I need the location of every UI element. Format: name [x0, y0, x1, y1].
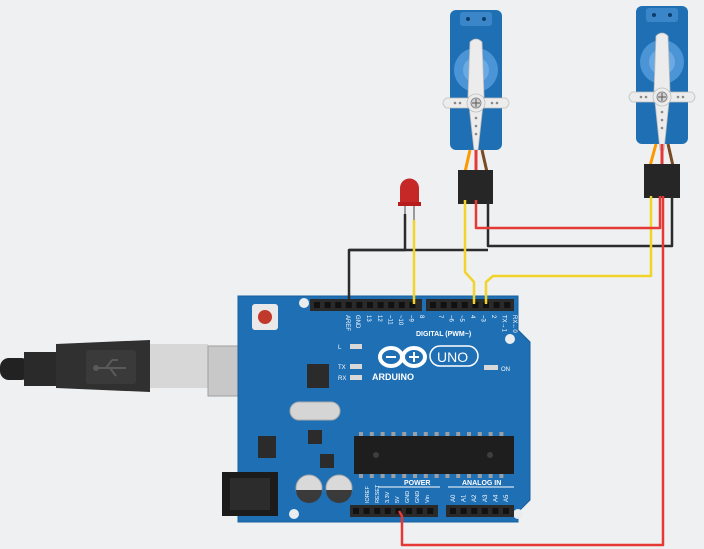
digital-pin-label: ~11 — [386, 315, 392, 325]
servo-left-signal-wire[interactable] — [463, 200, 476, 304]
analog-pin-label: A0 — [451, 494, 457, 502]
small-chip — [308, 430, 322, 444]
digital-pin-label: RX←0 — [511, 315, 517, 333]
red-led[interactable] — [398, 178, 421, 223]
digital-header[interactable] — [310, 299, 514, 311]
analog-label: ANALOG IN — [462, 480, 501, 487]
power-header[interactable] — [350, 505, 438, 517]
analog-pin-label: A2 — [472, 494, 478, 502]
power-pin-label: GND — [405, 491, 411, 503]
digital-pin-label: 12 — [376, 315, 382, 322]
5v-power-wire[interactable] — [397, 196, 665, 547]
servo-right[interactable] — [628, 6, 696, 198]
digital-pin-label: ~3 — [479, 315, 485, 323]
onboard-led-l: L — [338, 344, 362, 351]
analog-pin-label: A4 — [493, 494, 499, 502]
power-pin-label: 3.3V — [385, 491, 391, 503]
analog-header[interactable] — [446, 505, 514, 517]
wires — [347, 196, 674, 547]
digital-pin-label: ~10 — [397, 315, 403, 326]
onboard-led-tx: TX — [338, 364, 362, 371]
board-brand: ARDUINO — [372, 372, 414, 382]
servo-power-wire[interactable] — [474, 196, 662, 230]
digital-pin-label: 8 — [418, 315, 424, 319]
onboard-led-label: TX — [338, 365, 346, 371]
arduino-logo-icon — [378, 346, 427, 368]
digital-pin-label: 13 — [365, 315, 371, 322]
ground-wire[interactable] — [486, 196, 674, 248]
capacitor — [295, 474, 323, 503]
reset-button[interactable] — [252, 304, 278, 330]
on-led: ON — [484, 365, 510, 373]
digital-pin-label: TX→1 — [501, 315, 507, 333]
digital-header-label: DIGITAL (PWM~) — [416, 331, 471, 338]
servo-connector[interactable] — [644, 164, 680, 198]
analog-pin-label: A3 — [483, 494, 489, 502]
power-pin-label: IOREF — [365, 486, 371, 503]
power-pin-label: GND — [415, 491, 421, 503]
analog-pin-label: A5 — [504, 494, 510, 502]
capacitor — [325, 474, 353, 503]
analog-pin-label: A1 — [462, 494, 468, 502]
onboard-led-label: L — [338, 345, 342, 351]
digital-pin-label: ~6 — [448, 315, 454, 323]
arduino-uno-board[interactable]: ARDUINO UNO L TX RX ON AREF GND 13 12 ~11 ~10 ~9… — [222, 295, 531, 523]
digital-pin-label: GND — [354, 315, 360, 329]
on-led-label: ON — [501, 367, 510, 373]
ground-wire[interactable] — [347, 214, 407, 300]
power-pin-label: Vin — [425, 495, 431, 503]
onboard-led-label: RX — [338, 376, 346, 382]
servo-connector[interactable] — [458, 170, 493, 204]
atmega-microcontroller — [354, 432, 514, 478]
servo-left[interactable] — [442, 10, 510, 204]
uno-badge: UNO — [429, 345, 479, 367]
digital-pin-label: AREF — [344, 315, 350, 331]
mount-hole — [289, 509, 299, 519]
digital-pin-label: ~5 — [458, 315, 464, 323]
digital-pin-label: 2 — [490, 315, 496, 319]
digital-pin-label: 4 — [469, 315, 475, 319]
power-jack[interactable] — [222, 472, 278, 516]
digital-pin-label: ~9 — [408, 315, 414, 323]
mount-hole — [513, 509, 523, 519]
onboard-led-rx: RX — [338, 375, 362, 382]
voltage-regulator — [258, 436, 276, 458]
power-pin-label: RESET — [375, 484, 381, 503]
usb-chip — [307, 364, 329, 388]
small-chip — [320, 454, 334, 468]
digital-pin-label: 7 — [437, 315, 443, 319]
screw-icon — [470, 97, 482, 109]
usb-icon — [93, 359, 126, 377]
servo-right-signal-wire[interactable] — [484, 196, 653, 304]
power-label: POWER — [404, 480, 430, 487]
mount-hole — [505, 334, 515, 344]
board-model: UNO — [437, 349, 468, 365]
screw-icon — [656, 91, 668, 103]
crystal-oscillator — [289, 401, 341, 421]
mount-hole — [299, 298, 309, 308]
power-pin-label: 5V — [395, 496, 401, 503]
